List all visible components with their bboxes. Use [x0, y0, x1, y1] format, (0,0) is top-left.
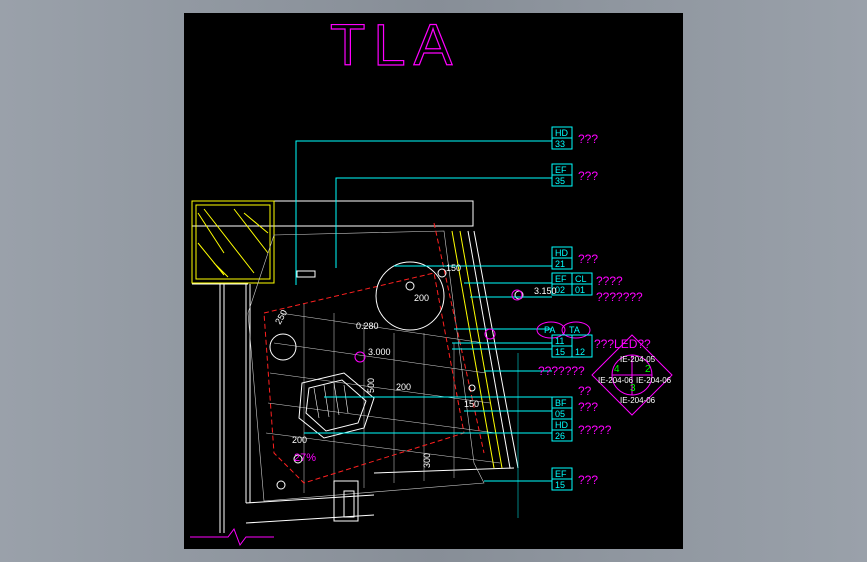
tag-num: 02	[555, 285, 565, 295]
tag-code: HD	[555, 420, 568, 430]
tag-note: ???????	[538, 364, 585, 378]
dim-label: 300	[422, 453, 432, 468]
dim-label: 0.280	[356, 321, 379, 331]
tag-code: CL	[575, 274, 587, 284]
marker-mid-left: IE-204-06	[598, 376, 634, 385]
tag-note: ????	[596, 274, 623, 288]
tag-num: 11	[555, 336, 564, 346]
tag-code: TA	[569, 325, 580, 335]
marker-left-num: 4	[614, 364, 620, 375]
marker-bottom-num: 3	[630, 383, 636, 394]
dimension-labels: 200 3.150 0.280 3.000 200 500 200 250 15…	[273, 263, 556, 468]
dim-label: 200	[292, 435, 307, 445]
tag-note: ???	[578, 473, 598, 487]
tag-note: ??	[578, 384, 592, 398]
tag-code: EF	[555, 274, 567, 284]
marker-bottom: IE-204-06	[620, 396, 656, 405]
tag-num: 26	[555, 431, 565, 441]
dim-label: 3.000	[368, 347, 391, 357]
tag-num: 15	[555, 347, 565, 357]
tag-note: ???	[578, 400, 598, 414]
marker-top: IE-204-05	[620, 355, 656, 364]
tag-pa-ta[interactable]: PA TA 11 15 12 ???LED??	[536, 321, 651, 358]
tag-bf-05[interactable]: BF 05 ???	[551, 396, 598, 420]
leader-lines	[295, 140, 552, 518]
markers	[354, 289, 523, 363]
dim-label: 27%	[294, 452, 316, 464]
tag-hd-26[interactable]: HD 26 ?????	[551, 418, 612, 442]
tag-num: 12	[575, 347, 585, 357]
dim-label: 200	[414, 293, 429, 303]
tag-note: ???	[578, 169, 598, 183]
marker-right-num: 2	[645, 364, 651, 375]
dim-label: 500	[366, 378, 376, 393]
drawing-title: TLA	[330, 13, 460, 78]
tag-hd-21[interactable]: HD 21 ???	[551, 246, 598, 270]
tag-num: 01	[575, 285, 585, 295]
tag-code: EF	[555, 165, 567, 175]
tag-ef-15[interactable]: EF 15 ???	[551, 467, 598, 491]
tag-note: ???????	[596, 290, 643, 304]
tag-note: ???	[578, 252, 598, 266]
tag-ef-02-cl-01[interactable]: EF 02 CL 01 ???? ???????	[551, 272, 643, 304]
tag-code: PA	[544, 325, 555, 335]
section-marker[interactable]: IE-204-05 4 2 3 IE-204-06 IE-204-06 IE-2…	[591, 334, 673, 416]
tag-num: 21	[555, 259, 565, 269]
tag-num: 35	[555, 176, 565, 186]
tag-note-bench[interactable]: ???????	[538, 364, 585, 378]
tag-note-small[interactable]: ??	[578, 384, 592, 398]
fixtures	[269, 261, 524, 522]
dashed-boundary	[263, 272, 465, 484]
hatched-column	[191, 200, 485, 502]
dim-label: 150	[446, 263, 461, 273]
tag-num: 05	[555, 409, 565, 419]
tag-hd-33[interactable]: HD 33 ???	[551, 126, 598, 150]
tag-code: HD	[555, 128, 568, 138]
tag-code: BF	[555, 398, 567, 408]
tag-num: 15	[555, 480, 565, 490]
dim-label: 200	[396, 382, 411, 392]
cad-drawing: TLA	[190, 13, 673, 547]
tag-code: EF	[555, 469, 567, 479]
tag-note: ?????	[578, 423, 612, 437]
wall-outline	[191, 200, 515, 533]
break-line	[190, 527, 274, 547]
tag-num: 33	[555, 139, 565, 149]
tag-ef-35[interactable]: EF 35 ???	[551, 163, 598, 187]
tag-note: ???	[578, 132, 598, 146]
dim-label: 150	[464, 399, 479, 409]
cad-viewport[interactable]: TLA	[184, 13, 683, 549]
dim-label: 3.150	[534, 286, 557, 296]
marker-mid: IE-204-06	[636, 376, 672, 385]
dashed-right	[433, 222, 485, 454]
tag-code: HD	[555, 248, 568, 258]
